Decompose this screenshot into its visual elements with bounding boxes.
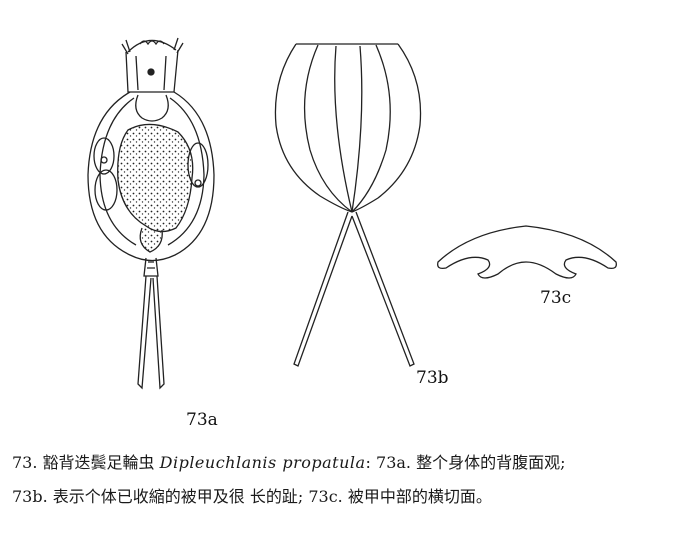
figure-73c-drawing — [437, 225, 617, 279]
caption-line-1-suffix: : 73a. 整个身体的背腹面观; — [365, 453, 566, 472]
caption-line-2: 73b. 表示个体已收縮的被甲及很 长的趾; 73c. 被甲中部的横切面。 — [12, 487, 492, 506]
species-name: Dipleuchlanis propatula — [159, 453, 366, 472]
figure-73a-drawing — [87, 37, 215, 390]
caption-line-1: 73. 豁背迭鬓足輪虫 Dipleuchlanis propatula: 73a… — [12, 446, 692, 480]
figure-caption: 73. 豁背迭鬓足輪虫 Dipleuchlanis propatula: 73a… — [12, 446, 692, 514]
figure-label-73a: 73a — [186, 410, 218, 430]
figure-label-73b: 73b — [416, 368, 449, 388]
figure-73b-drawing — [274, 43, 422, 367]
figure-label-73c: 73c — [540, 288, 572, 308]
caption-line-1-prefix: 73. 豁背迭鬓足輪虫 — [12, 453, 160, 472]
rotifer-figure — [87, 37, 617, 390]
